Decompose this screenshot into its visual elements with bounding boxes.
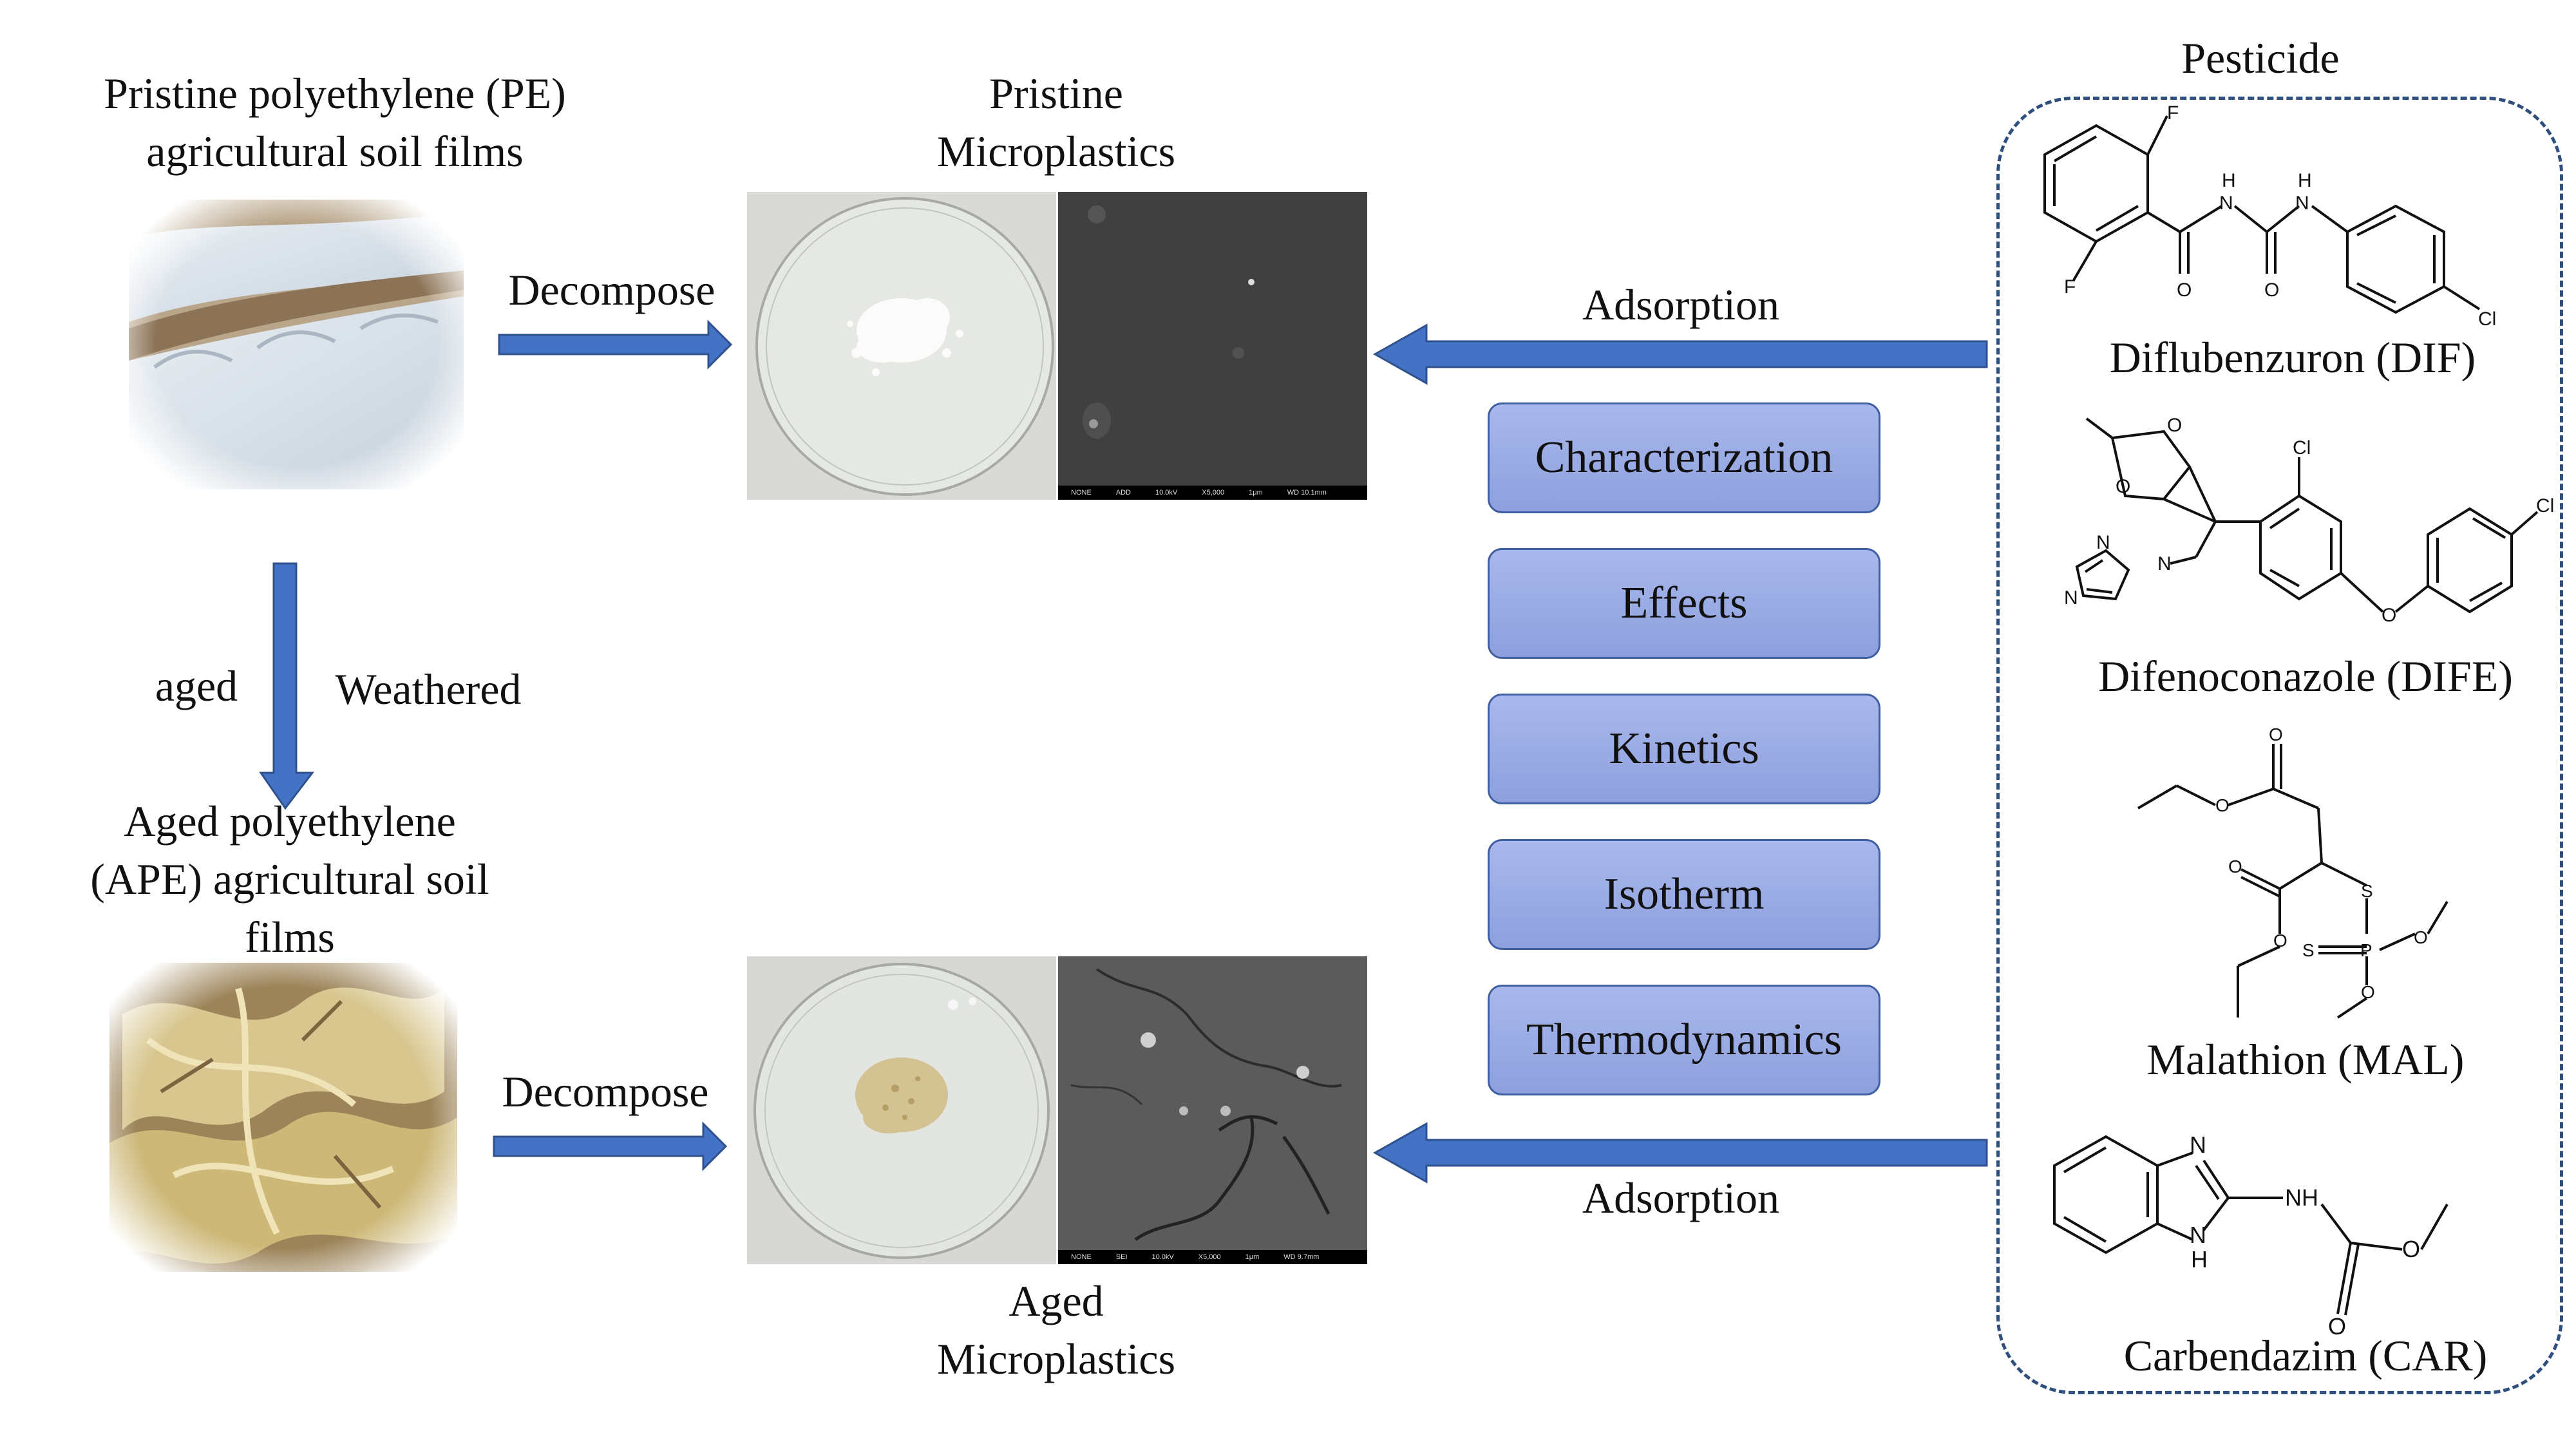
svg-text:N: N [2190,1132,2206,1158]
svg-text:Cl: Cl [2478,308,2496,330]
svg-text:O: O [2273,931,2287,951]
arrow-adsorption-top [1372,323,1988,385]
diflubenzuron-name: Diflubenzuron (DIF) [2109,333,2476,382]
aged-petri-photo [747,956,1056,1264]
svg-text:O: O [2116,476,2130,497]
svg-text:S: S [2361,881,2373,901]
diflubenzuron-structure: F F H N H N O O Cl [2043,103,2496,330]
box-isotherm: Isotherm [1488,839,1880,950]
svg-text:H: H [2191,1246,2208,1273]
pesticide-title: Pesticide [2181,33,2340,82]
svg-text:O: O [2414,927,2428,947]
svg-text:N: N [2096,532,2110,553]
svg-text:NH: NH [2285,1184,2318,1211]
svg-text:O: O [2328,1313,2346,1340]
box-characterization: Characterization [1488,402,1880,513]
malathion-structure: O O O O S S P O O [2137,724,2448,1019]
svg-text:O: O [2264,279,2279,301]
svg-text:Cl: Cl [2293,437,2311,459]
svg-text:N: N [2190,1222,2206,1248]
svg-text:Cl: Cl [2536,495,2554,516]
arrow-decompose-bottom [493,1121,728,1171]
carbendazim-name: Carbendazim (CAR) [2123,1331,2488,1380]
svg-text:N: N [2064,587,2078,609]
decompose-bottom-label: Decompose [502,1067,709,1116]
svg-text:O: O [2167,415,2182,436]
pristine-film-photo [129,200,464,489]
arrow-decompose-top [498,319,733,370]
pristine-film-title: Pristine polyethylene (PE) agricultural … [104,69,566,176]
svg-text:O: O [2269,724,2283,744]
box-kinetics: Kinetics [1488,694,1880,804]
adsorption-top-label: Adsorption [1582,280,1779,329]
svg-text:O: O [2402,1236,2420,1262]
svg-text:N: N [2295,193,2309,214]
aged-label: aged [155,661,238,710]
difenoconazole-name: Difenoconazole (DIFE) [2098,652,2513,701]
pesticide-panel [1996,97,2563,1394]
malathion-name: Malathion (MAL) [2146,1035,2465,1084]
arrow-aged-down [259,562,315,810]
svg-text:N: N [2219,193,2233,214]
svg-text:O: O [2177,279,2192,301]
svg-text:F: F [2064,276,2076,298]
box-effects: Effects [1488,548,1880,659]
svg-text:P: P [2360,940,2372,960]
svg-text:O: O [2215,795,2230,815]
pristine-petri-photo [747,192,1056,500]
svg-text:O: O [2382,605,2396,626]
svg-text:S: S [2302,940,2315,960]
svg-text:F: F [2167,103,2179,124]
carbendazim-structure: N NH N H O O [2053,1132,2448,1340]
svg-text:H: H [2222,170,2236,191]
svg-text:O: O [2228,857,2242,876]
decompose-top-label: Decompose [508,265,715,314]
difenoconazole-structure: O O Cl N N N O Cl [2064,415,2554,626]
adsorption-bottom-label: Adsorption [1582,1173,1779,1222]
pristine-mp-title: Pristine Microplastics [936,69,1176,176]
svg-text:H: H [2298,170,2312,191]
box-thermodynamics: Thermodynamics [1488,985,1880,1095]
svg-text:N: N [2157,553,2172,574]
arrow-adsorption-bottom [1372,1122,1988,1184]
aged-film-title: Aged polyethylene (APE) agricultural soi… [90,797,489,961]
aged-mp-title: Aged Microplastics [936,1276,1176,1383]
svg-text:O: O [2361,982,2375,1002]
weathered-label: Weathered [335,665,522,714]
aged-film-photo [109,963,457,1272]
